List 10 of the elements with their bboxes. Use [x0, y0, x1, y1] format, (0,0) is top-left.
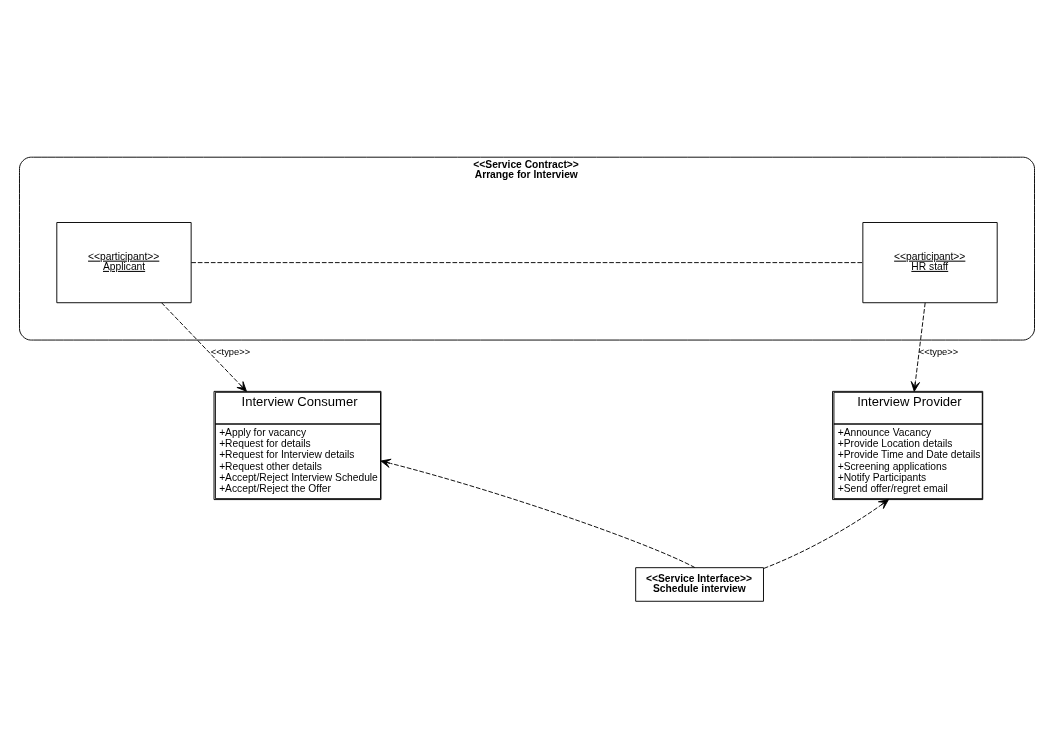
node-box: <<Service Interface>> Schedule interview: [635, 566, 764, 602]
node-box: <<participant>> Applicant: [56, 221, 192, 303]
arrow: [161, 301, 247, 392]
arrow: [763, 498, 889, 569]
arrow: [380, 458, 696, 568]
arrow: [910, 301, 926, 392]
connector: [190, 261, 864, 263]
node-box: <<participant>> HR staff: [862, 221, 998, 303]
edge-label: <<type>>: [210, 346, 251, 357]
edge-label: <<type>>: [918, 346, 959, 357]
